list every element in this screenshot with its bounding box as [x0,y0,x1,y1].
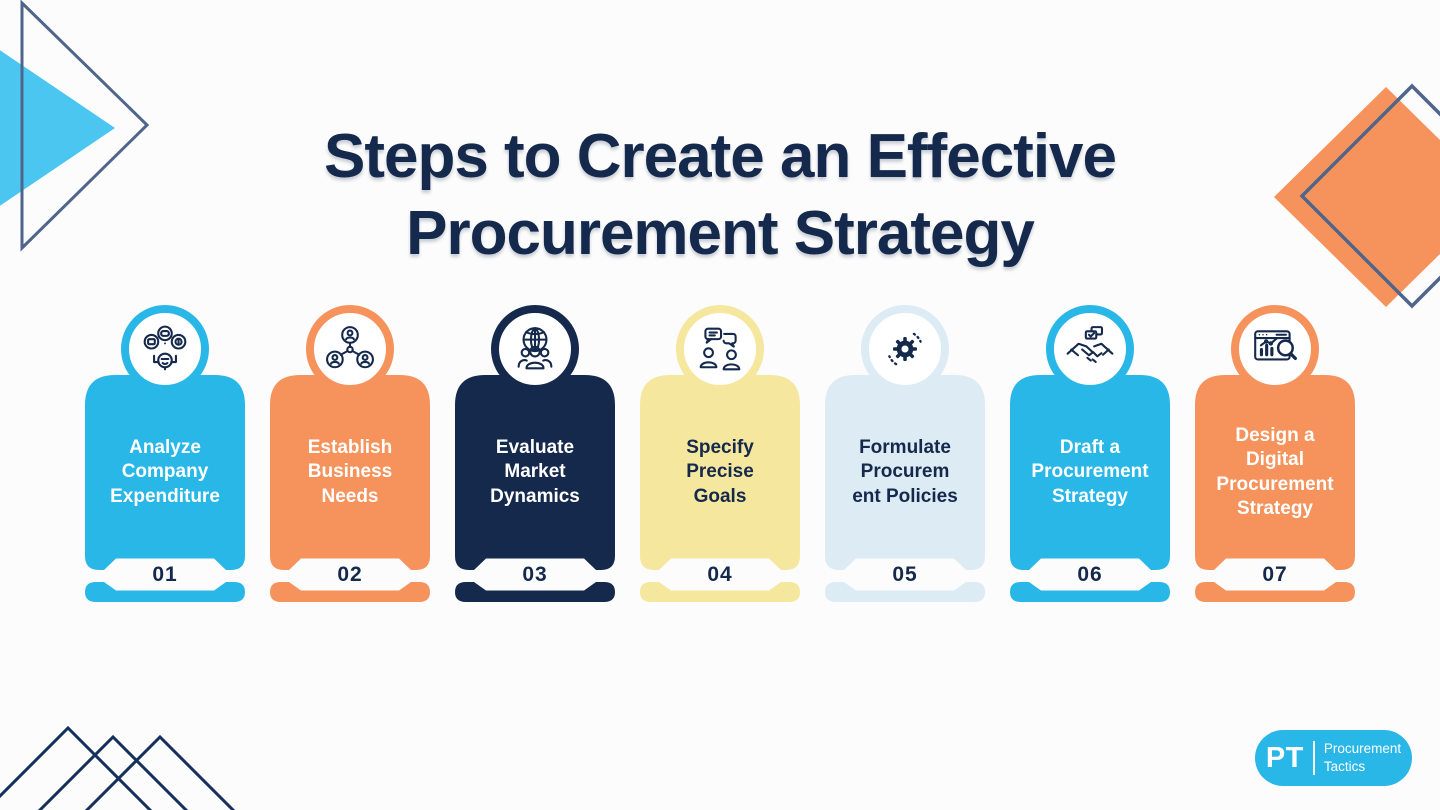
team-network-icon [326,326,374,369]
step-number: 01 [152,563,178,586]
step-label: Design a Digital Procurement Strategy [1216,425,1334,519]
step-card-shape [455,375,615,602]
analytics-search-icon [1254,330,1297,361]
logo-divider [1312,741,1315,775]
step-number: 04 [707,563,733,586]
step-icon-circle [121,305,209,393]
step-label: Evaluate Market Dynamics [490,437,580,507]
global-market-icon [517,327,553,370]
mountain-line-2 [37,734,189,810]
page-title: Steps to Create an Effective Procurement… [323,121,1117,269]
step-card-02: Establish Business Needs 02 [270,305,430,605]
step-icon-circle [491,305,579,393]
step-card-shape [825,375,985,602]
logo-name: Procurement Tactics [1323,741,1402,774]
step-card-shape [85,375,245,602]
bottom-left-triangles-decoration [0,725,236,810]
step-card-shape [1010,375,1170,602]
handshake-icon [1066,326,1114,363]
step-card-shape [640,375,800,602]
step-label: Analyze Company Expenditure [110,437,220,507]
step-icon-circle [306,305,394,393]
spend-analysis-icon [143,325,187,371]
step-card-01: Analyze Company Expenditure 01 [85,305,245,605]
step-icon-circle [1231,305,1319,393]
step-number: 02 [337,563,363,586]
logo-abbr: PT [1265,741,1304,774]
steps-row: Analyze Company Expenditure 01 Establish… [0,305,1440,605]
step-label: Formulate Procurem ent Policies [852,437,958,507]
step-label: Establish Business Needs [307,437,393,507]
step-card-shape [270,375,430,602]
step-card-06: Draft a Procurement Strategy 06 [1010,305,1170,605]
step-label: Draft a Procurement Strategy [1031,437,1149,507]
step-number: 05 [892,563,918,586]
step-card-07: Design a Digital Procurement Strategy 07 [1195,305,1355,605]
discussion-goals-icon [699,327,741,371]
step-card-04: Specify Precise Goals 04 [640,305,800,605]
step-number: 03 [522,563,548,586]
step-number: 07 [1262,563,1288,586]
step-card-05: Formulate Procurem ent Policies 05 [825,305,985,605]
step-number: 06 [1077,563,1103,586]
step-icon-circle [1046,305,1134,393]
step-icon-circle [676,305,764,393]
gear-icon [888,332,922,366]
step-card-shape [1195,375,1355,602]
step-icon-circle [861,305,949,393]
step-card-03: Evaluate Market Dynamics 03 [455,305,615,605]
step-label: Specify Precise Goals [686,437,754,507]
procurement-tactics-logo: PT Procurement Tactics [1255,730,1412,786]
mountain-line-1 [0,725,153,810]
mountain-line-3 [84,734,236,810]
